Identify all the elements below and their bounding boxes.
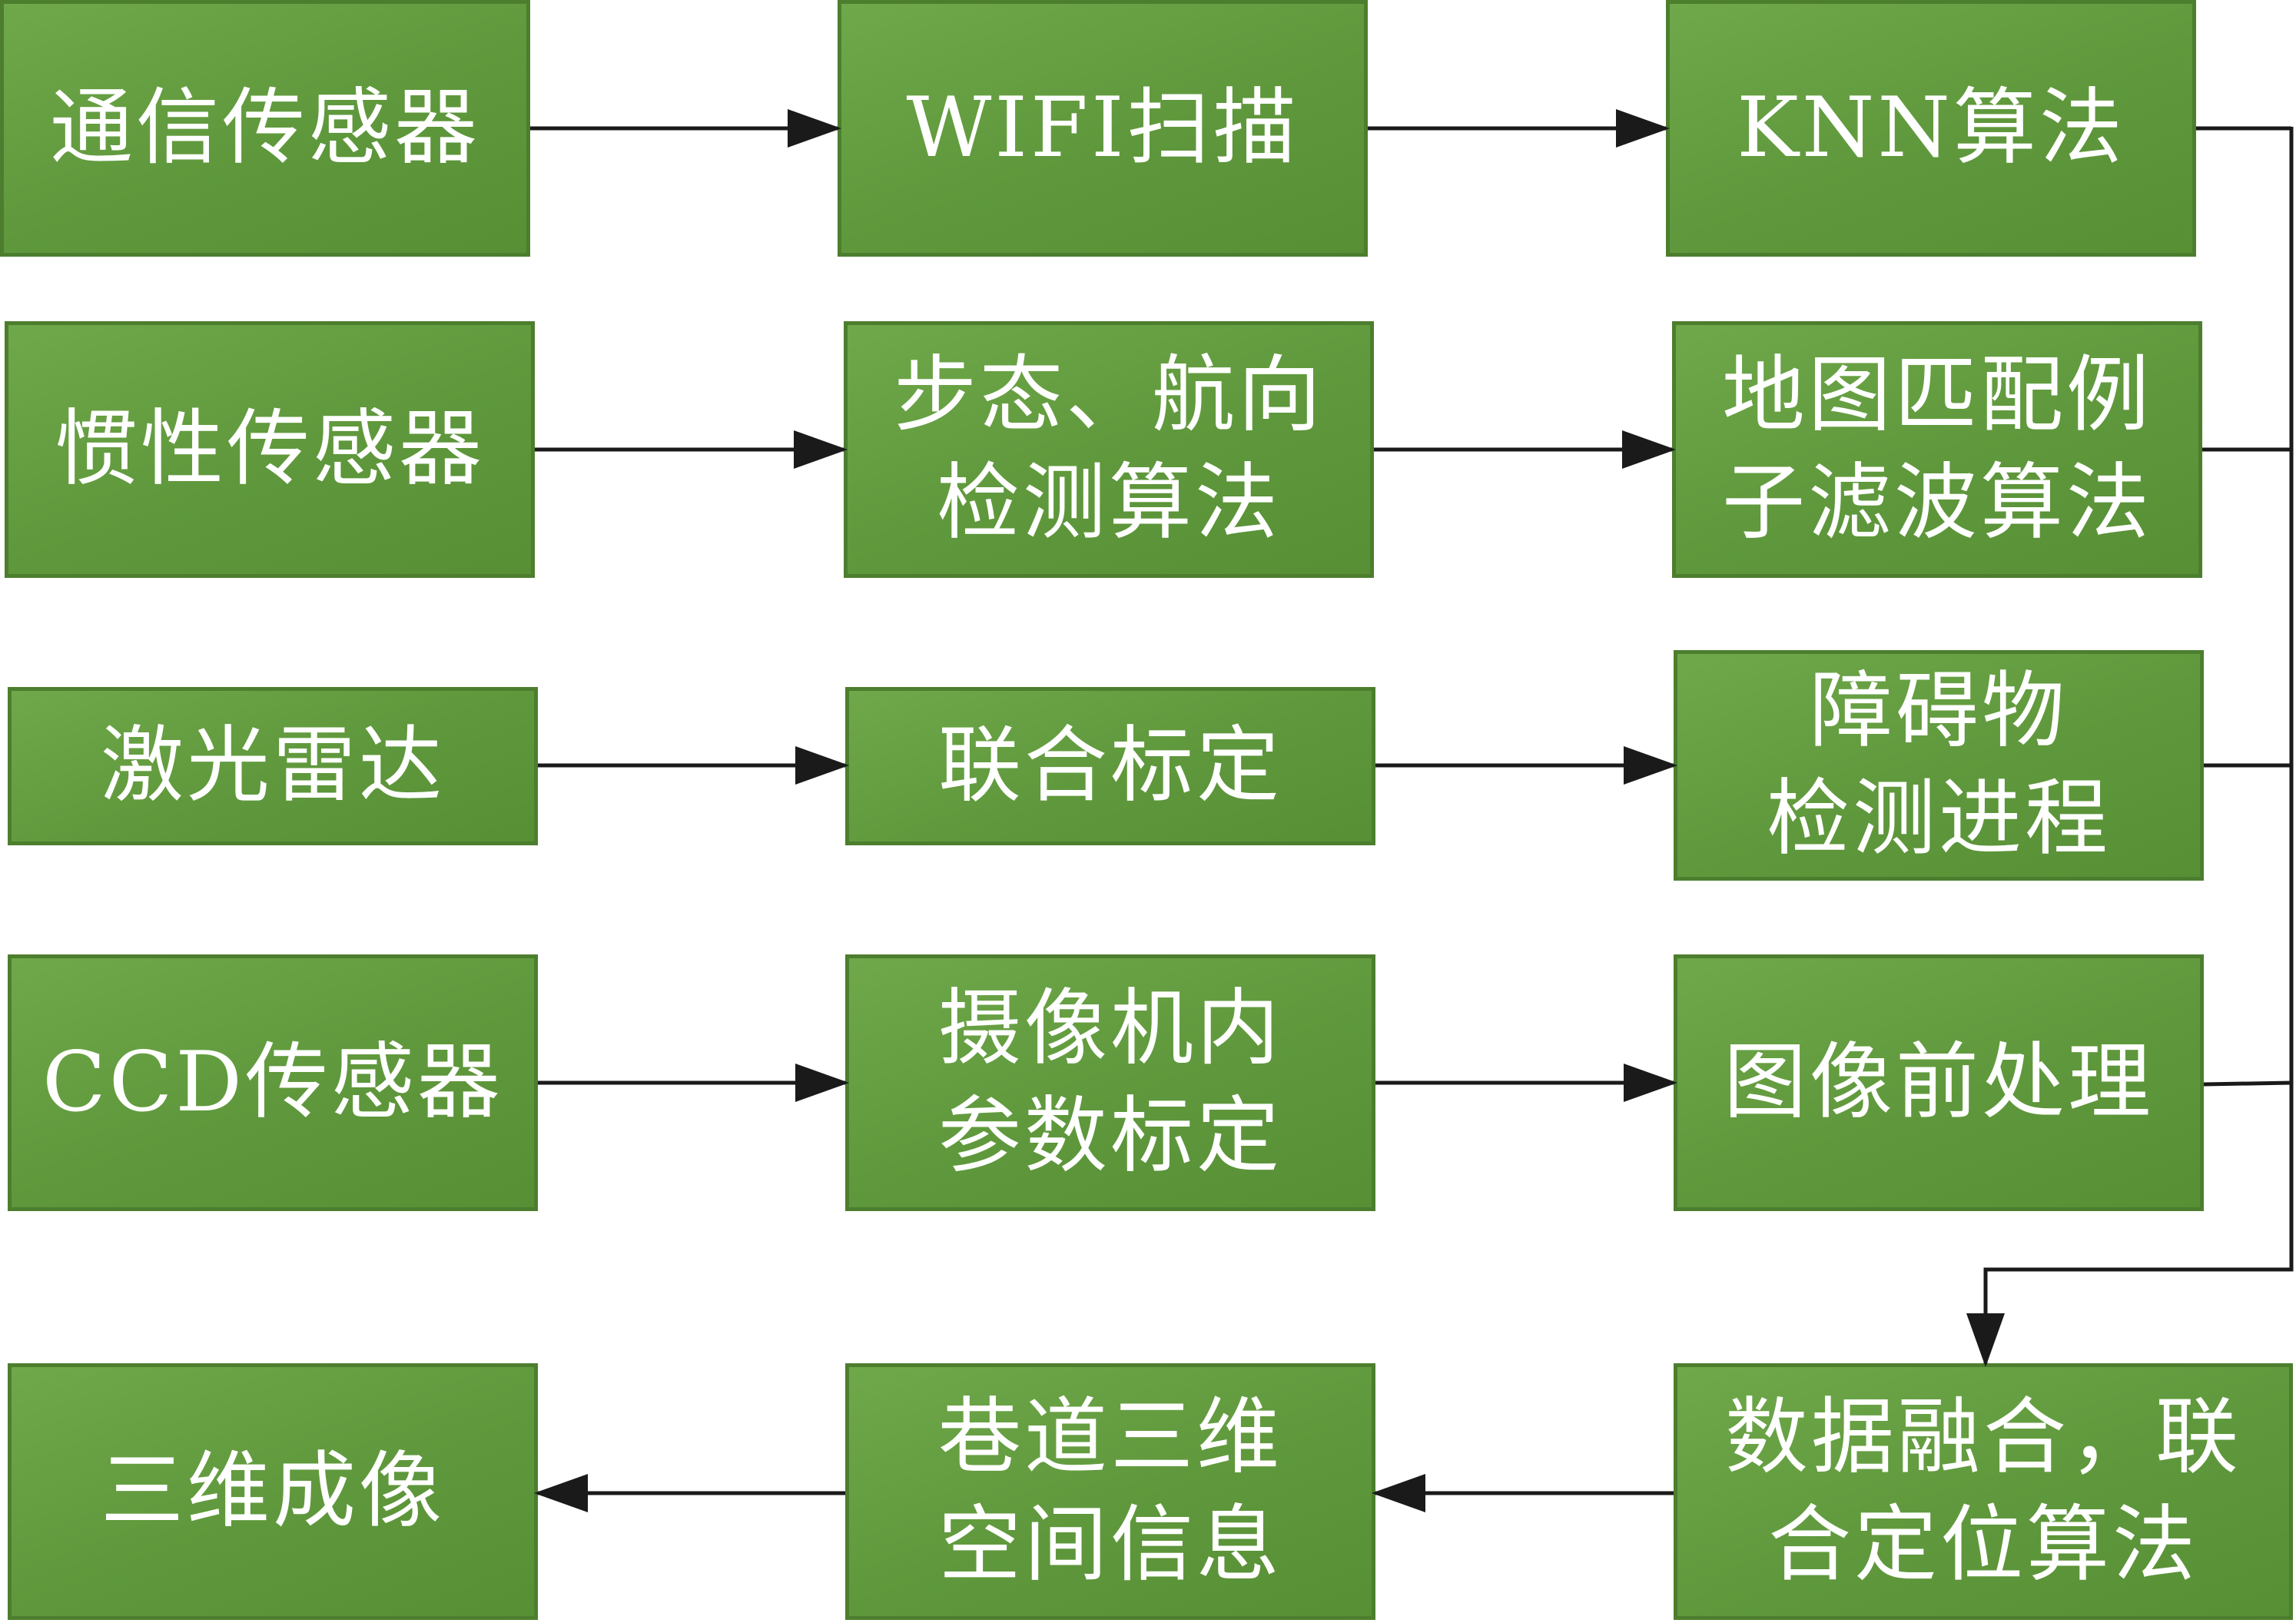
node-label-line: 检测进程 [1766, 771, 2111, 867]
node-wifi-scan: WIFI扫描 [838, 0, 1368, 257]
node-label-line: CCD传感器 [42, 1034, 503, 1130]
node-3d-imaging: 三维成像 [8, 1363, 538, 1620]
node-label-line: KNN算法 [1737, 79, 2125, 176]
node-label-line: 通信传感器 [49, 79, 480, 176]
node-camera-intrinsic-calibration: 摄像机内 参数标定 [845, 954, 1375, 1211]
node-inertial-sensor: 惯性传感器 [5, 321, 535, 578]
node-label-line: 摄像机内 [937, 980, 1282, 1077]
node-label-line: 数据融合，联 [1724, 1389, 2241, 1485]
node-label-line: 障碍物 [1809, 662, 2068, 759]
node-label-line: 合定位算法 [1767, 1497, 2198, 1593]
node-ccd-sensor: CCD传感器 [8, 954, 538, 1211]
node-knn-algorithm: KNN算法 [1666, 0, 2196, 257]
node-roadway-3d-spatial-info: 巷道三维 空间信息 [845, 1363, 1375, 1620]
node-image-preprocessing: 图像前处理 [1674, 954, 2204, 1211]
node-label-line: 巷道三维 [937, 1389, 1282, 1485]
node-label-line: 地图匹配例 [1721, 347, 2152, 443]
node-laser-radar: 激光雷达 [8, 687, 538, 845]
node-label-line: 三维成像 [100, 1442, 445, 1539]
node-label-line: 参数标定 [937, 1088, 1282, 1184]
node-label-line: 空间信息 [937, 1497, 1282, 1593]
node-map-matching-particle-filter: 地图匹配例 子滤波算法 [1672, 321, 2202, 578]
node-label-line: WIFI扫描 [906, 79, 1299, 176]
node-communication-sensor: 通信传感器 [0, 0, 530, 257]
node-gait-heading-detection: 步态、航向 检测算法 [844, 321, 1374, 578]
node-data-fusion-joint-positioning: 数据融合，联 合定位算法 [1674, 1363, 2293, 1620]
node-label-line: 图像前处理 [1723, 1034, 2154, 1130]
node-label-line: 激光雷达 [100, 717, 445, 814]
node-joint-calibration: 联合标定 [845, 687, 1375, 845]
connector-image-to-bus [2203, 1080, 2292, 1087]
node-label-line: 步态、航向 [893, 347, 1324, 443]
node-label-line: 子滤波算法 [1721, 455, 2152, 551]
node-obstacle-detection: 障碍物 检测进程 [1674, 650, 2204, 881]
node-label-line: 检测算法 [936, 455, 1281, 551]
node-label-line: 联合标定 [937, 717, 1282, 814]
node-label-line: 惯性传感器 [54, 400, 485, 497]
